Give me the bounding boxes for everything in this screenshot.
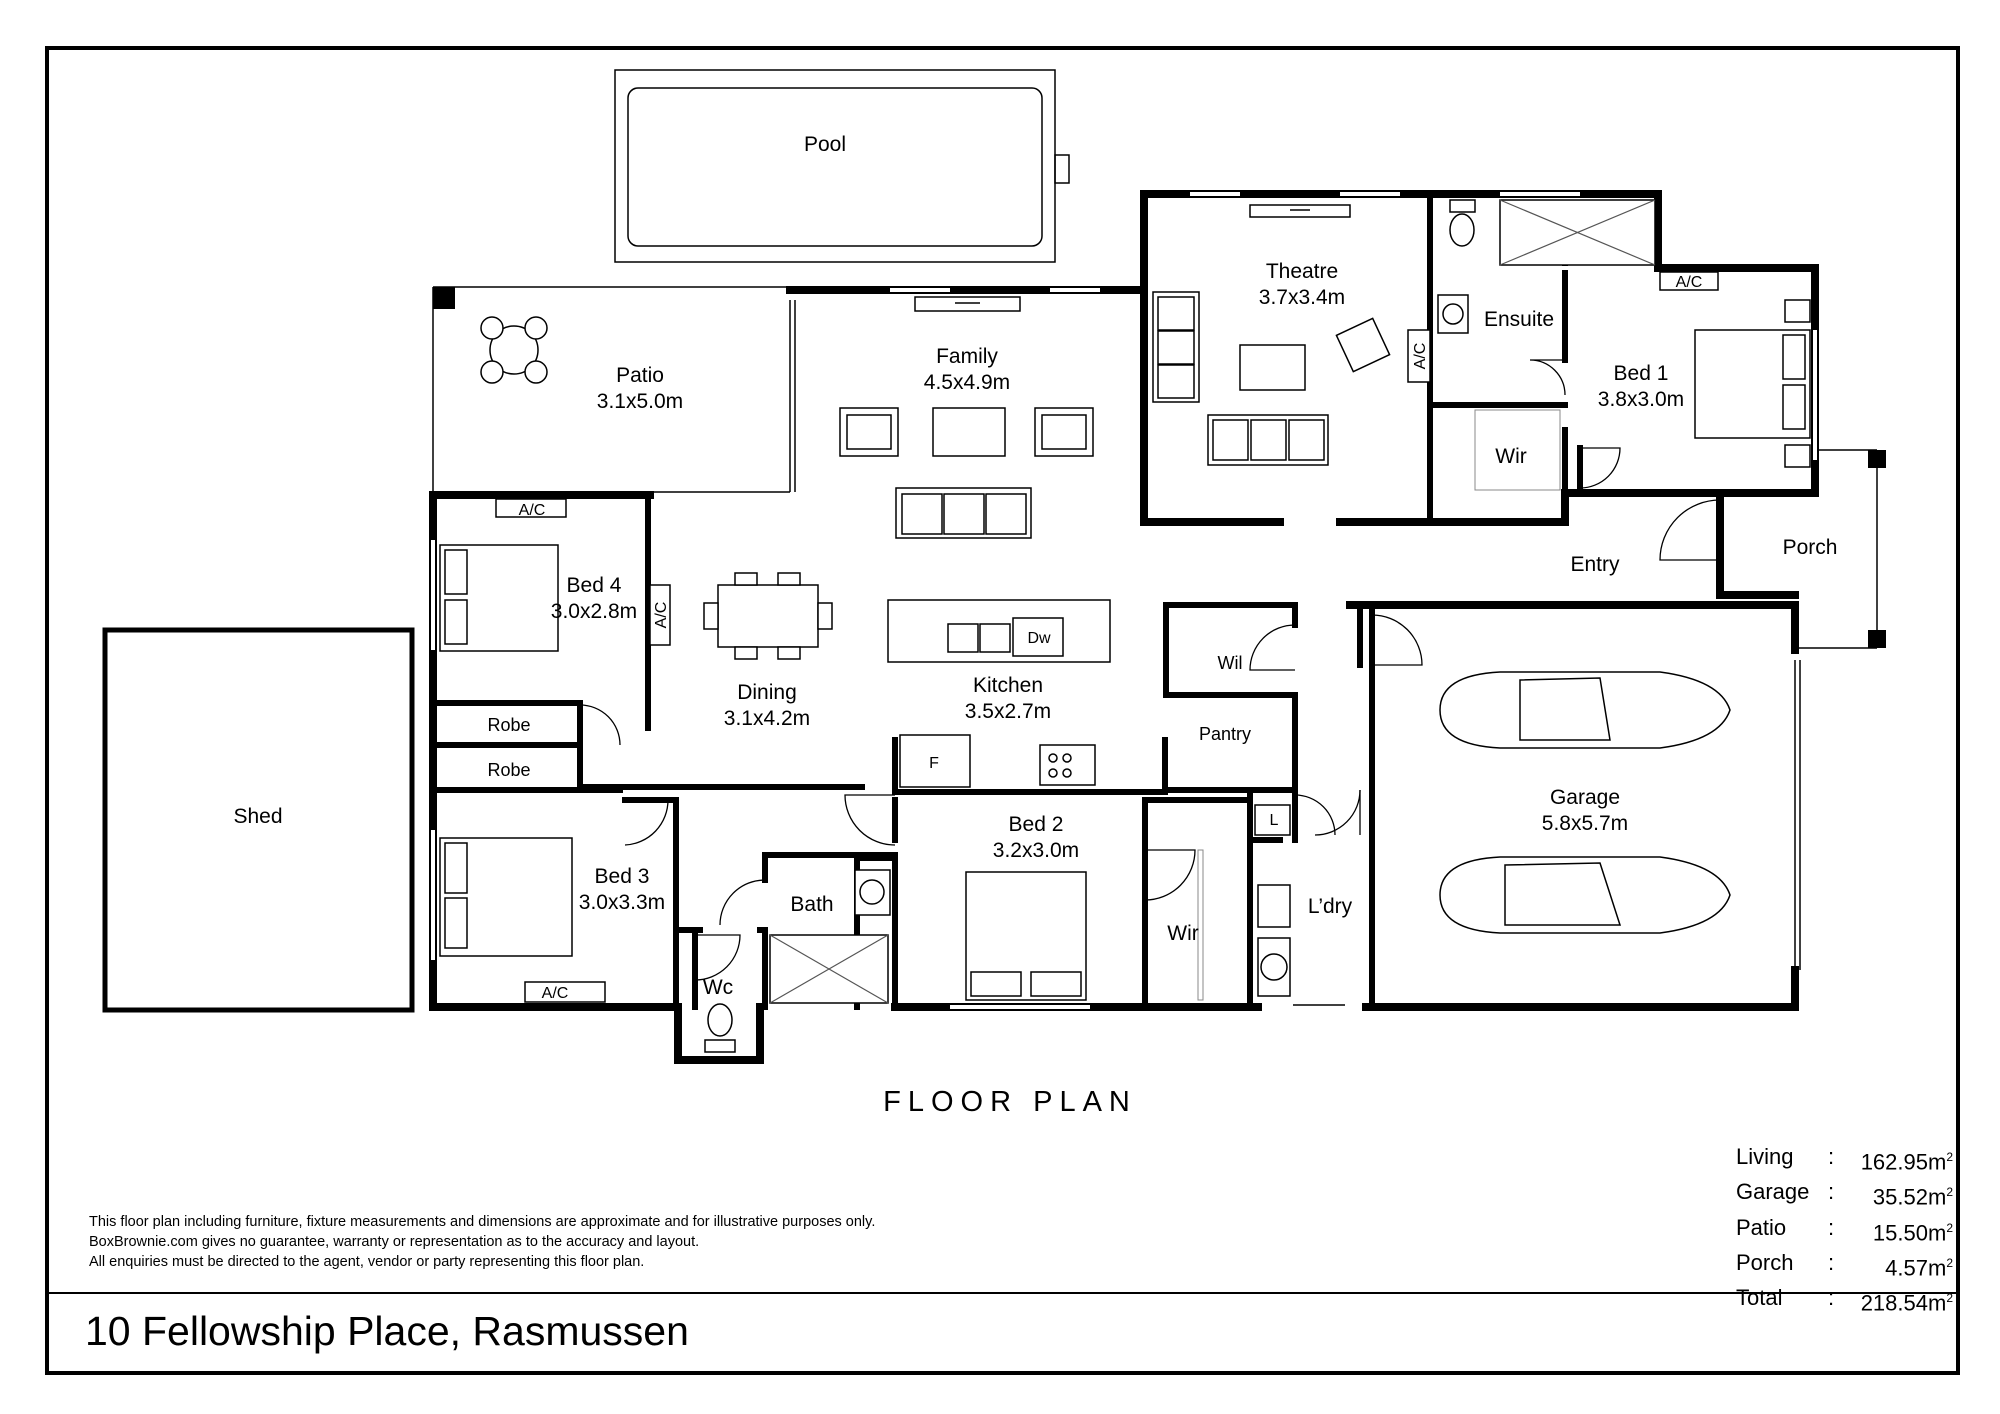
area-summary: Living : 162.95m2 Garage : 35.52m2 Patio…	[1736, 1142, 1953, 1319]
bed3-dim: 3.0x3.3m	[579, 891, 665, 914]
ensuite-label: Ensuite	[1484, 308, 1554, 331]
dining-table	[703, 572, 833, 660]
area-value: 218.54m2	[1860, 1290, 1953, 1316]
disclaimer-line: All enquiries must be directed to the ag…	[89, 1254, 645, 1270]
shed-label: Shed	[233, 805, 282, 828]
theatre-furniture	[1152, 204, 1431, 466]
dishwasher-label: Dw	[1027, 630, 1051, 647]
bed3-furniture	[439, 837, 606, 1003]
bed1-label: Bed 1	[1614, 362, 1669, 385]
robe2-label: Robe	[487, 760, 530, 780]
area-label: Porch	[1736, 1249, 1794, 1275]
area-colon: :	[1828, 1214, 1835, 1240]
area-label: Patio	[1736, 1214, 1787, 1240]
pool	[614, 69, 1070, 263]
ac-label-bed3: A/C	[542, 985, 569, 1002]
windows	[431, 192, 1817, 1009]
ac-label-bed4-side: A/C	[653, 602, 670, 629]
linen-label: L	[1270, 812, 1279, 829]
area-row: Patio : 15.50m2	[1736, 1213, 1953, 1248]
disclaimer: This floor plan including furniture, fix…	[89, 1212, 875, 1272]
bed3-label: Bed 3	[595, 865, 650, 888]
laundry-label: L’dry	[1308, 895, 1353, 918]
dining-dim: 3.1x4.2m	[724, 707, 810, 730]
theatre-dim: 3.7x3.4m	[1259, 286, 1345, 309]
plan-title: FLOOR PLAN	[883, 1086, 1137, 1118]
bath-label: Bath	[790, 893, 833, 916]
room-labels: Pool Patio 3.1x5.0m Family 4.5x4.9m Thea…	[233, 133, 1837, 999]
dining-label: Dining	[737, 681, 797, 704]
area-value: 15.50m2	[1872, 1219, 1953, 1245]
bath-fixtures	[704, 869, 891, 1053]
bed4-label: Bed 4	[567, 574, 622, 597]
patio-label: Patio	[616, 364, 664, 387]
kitchen-fixtures	[887, 599, 1111, 788]
ac-label-bed1: A/C	[1676, 274, 1703, 291]
family-furniture	[839, 296, 1094, 539]
disclaimer-line: This floor plan including furniture, fix…	[89, 1214, 876, 1230]
garage-dim: 5.8x5.7m	[1542, 812, 1628, 835]
bed2-label: Bed 2	[1009, 813, 1064, 836]
family-dim: 4.5x4.9m	[924, 371, 1010, 394]
page-frame	[45, 46, 1960, 1375]
bed1-furniture	[1659, 271, 1811, 468]
wil-label: Wil	[1218, 653, 1243, 673]
area-colon: :	[1828, 1285, 1835, 1311]
theatre-label: Theatre	[1266, 260, 1338, 283]
kitchen-label: Kitchen	[973, 674, 1043, 697]
area-row: Total : 218.54m2	[1736, 1283, 1953, 1318]
garage-label: Garage	[1550, 786, 1620, 809]
ac-label-bed4: A/C	[519, 502, 546, 519]
area-label: Living	[1736, 1144, 1794, 1169]
area-row: Living : 162.95m2	[1736, 1142, 1953, 1177]
area-label: Total	[1736, 1285, 1783, 1311]
fixture-labels: A/C A/C A/C A/C A/C Dw F L	[519, 274, 1703, 1002]
ac-label-theatre: A/C	[1412, 343, 1429, 370]
bed1-dim: 3.8x3.0m	[1598, 388, 1684, 411]
area-value: 35.52m2	[1872, 1184, 1953, 1210]
laundry-fixtures	[1254, 804, 1291, 997]
doors	[579, 359, 1721, 981]
fridge-label: F	[929, 755, 939, 772]
bed2-dim: 3.2x3.0m	[993, 839, 1079, 862]
area-row: Porch : 4.57m2	[1736, 1248, 1953, 1283]
pool-label: Pool	[804, 133, 846, 156]
porch-label: Porch	[1783, 536, 1838, 559]
kitchen-dim: 3.5x2.7m	[965, 700, 1051, 723]
disclaimer-line: BoxBrownie.com gives no guarantee, warra…	[89, 1234, 700, 1250]
wir2-label: Wir	[1167, 922, 1198, 945]
area-value: 162.95m2	[1860, 1149, 1953, 1175]
shed-outline	[102, 627, 415, 1013]
patio-area	[432, 286, 796, 495]
bed2-furniture	[965, 871, 1087, 1001]
bed4-furniture	[439, 498, 671, 652]
area-colon: :	[1828, 1249, 1835, 1275]
area-value: 4.57m2	[1885, 1255, 1953, 1281]
wc-label: Wc	[703, 976, 733, 999]
patio-dim: 3.1x5.0m	[597, 390, 683, 413]
pantry-label: Pantry	[1199, 724, 1251, 744]
robe1-label: Robe	[487, 715, 530, 735]
area-label: Garage	[1736, 1179, 1810, 1205]
family-label: Family	[936, 345, 998, 368]
area-colon: :	[1828, 1144, 1835, 1169]
wir1-label: Wir	[1495, 445, 1526, 468]
bed4-dim: 3.0x2.8m	[551, 600, 637, 623]
entry-label: Entry	[1570, 553, 1620, 576]
interior-walls	[430, 265, 1723, 1010]
area-row: Garage : 35.52m2	[1736, 1177, 1953, 1212]
garage-cars	[1439, 671, 1731, 934]
property-address: 10 Fellowship Place, Rasmussen	[85, 1308, 689, 1354]
area-colon: :	[1828, 1179, 1835, 1205]
ensuite-fixtures	[1437, 199, 1656, 334]
